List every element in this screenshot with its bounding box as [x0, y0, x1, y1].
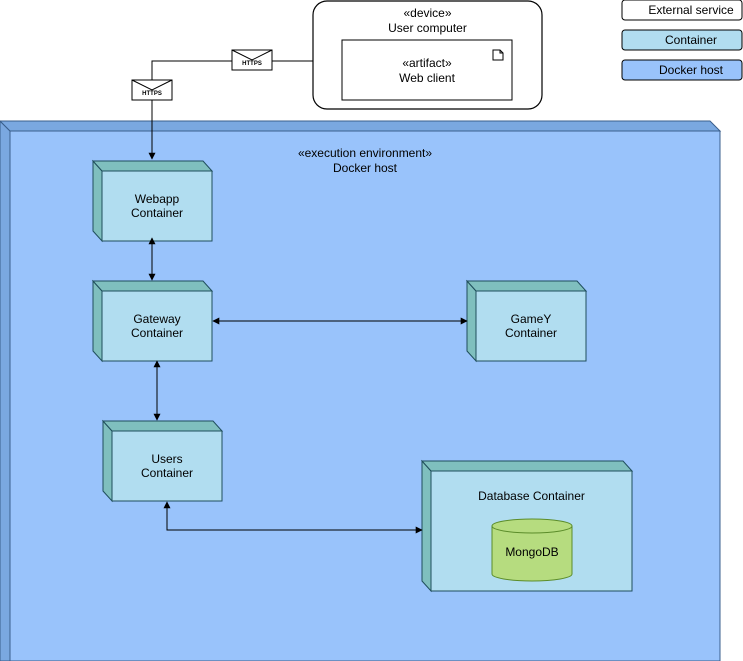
gateway-container-node[interactable]: [91, 279, 214, 363]
users-container-line-1: Users: [151, 452, 183, 466]
legend-container-swatch: [621, 29, 743, 51]
legend-external-swatch: [621, 0, 743, 21]
docker-host-stereotype: «execution environment»: [297, 146, 433, 160]
envelope-icon: [231, 49, 273, 71]
legend-external-label: External service: [648, 3, 734, 17]
connector-users-database: [163, 501, 423, 534]
envelope-icon: [131, 79, 173, 101]
docker-host-name: Docker host: [332, 161, 398, 175]
artifact-name: Web client: [399, 71, 455, 85]
https-label-1: HTTPS: [242, 61, 262, 67]
gamey-container-line-2: Container: [504, 326, 558, 340]
legend: [621, 0, 743, 81]
gamey-container-node[interactable]: [465, 279, 588, 363]
webapp-container-node[interactable]: [91, 159, 214, 243]
https-label-2: HTTPS: [142, 91, 162, 97]
document-icon: [492, 49, 504, 61]
legend-docker-label: Docker host: [658, 63, 724, 77]
gateway-container-line-1: Gateway: [133, 312, 181, 326]
mongodb-label: MongoDB: [505, 545, 559, 559]
legend-container-label: Container: [664, 33, 718, 47]
gateway-container-line-2: Container: [130, 326, 184, 340]
users-container-line-2: Container: [140, 466, 194, 480]
database-container-label: Database Container: [478, 489, 585, 503]
users-container-node[interactable]: [101, 419, 224, 503]
legend-docker-swatch: [621, 59, 743, 81]
device-stereotype: «device»: [403, 6, 452, 20]
mongodb-database-icon[interactable]: [491, 518, 573, 582]
web-client-artifact[interactable]: [341, 39, 513, 101]
webapp-container-line-1: Webapp: [134, 192, 180, 206]
webapp-container-line-2: Container: [130, 206, 184, 220]
device-name: User computer: [388, 21, 467, 35]
artifact-stereotype: «artifact»: [402, 56, 452, 70]
gamey-container-line-1: GameY: [510, 312, 552, 326]
